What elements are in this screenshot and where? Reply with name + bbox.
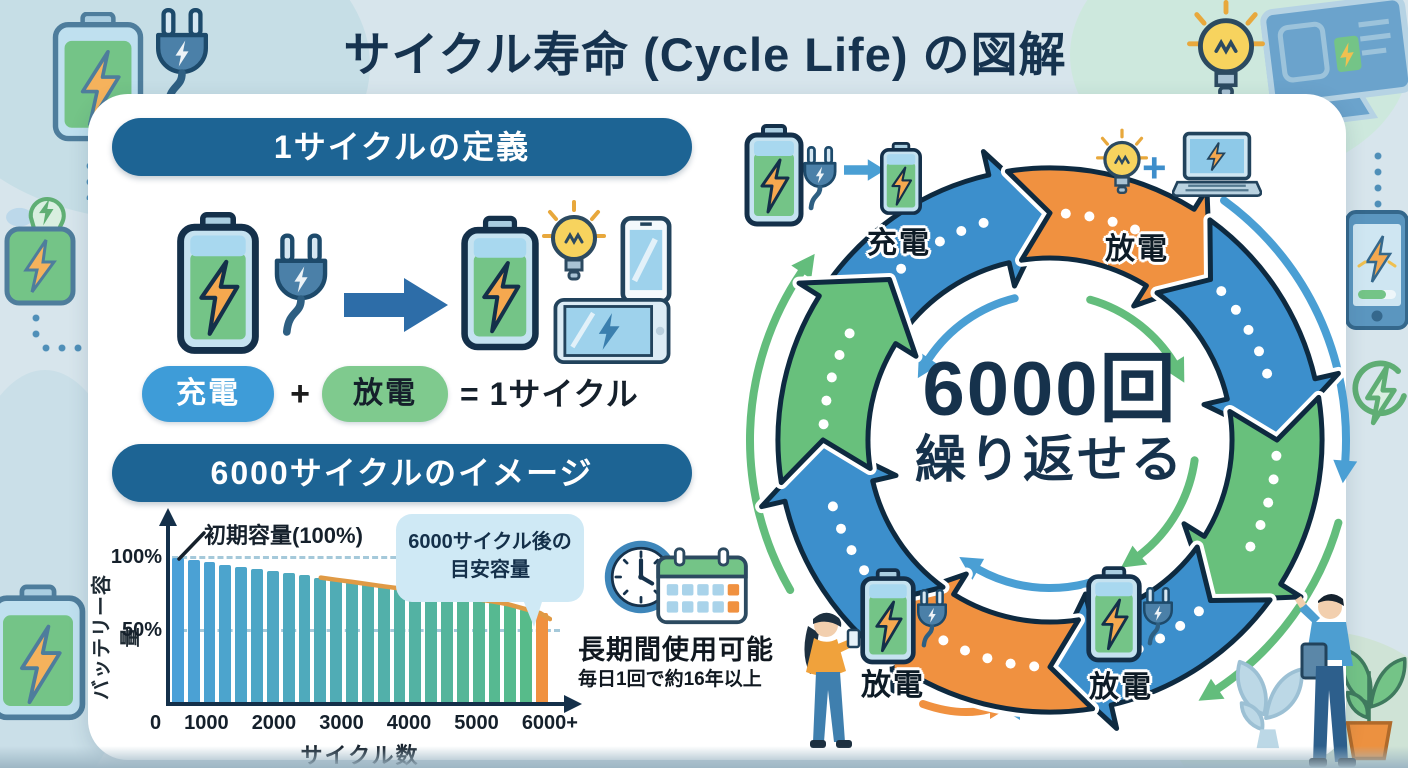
plug-icon: [912, 578, 952, 660]
y-tick-100: 100%: [110, 546, 162, 568]
longevity-title: 長期間使用可能: [578, 635, 774, 665]
cycle-count: 6000回: [922, 347, 1178, 432]
ring-label-discharge-bl: 放電: [861, 669, 925, 702]
person-man-illustration: [1280, 588, 1370, 768]
x-tick: 3000: [319, 712, 364, 734]
chart-bar: [393, 588, 406, 703]
cycle-count-caption: 繰り返せる: [914, 431, 1185, 488]
discharge-pill: 放電: [322, 366, 448, 422]
plus-sign: +: [290, 375, 310, 413]
chart-bar: [520, 608, 533, 703]
chart-bar: [504, 604, 517, 703]
plug-icon: [1138, 576, 1178, 658]
battery-icon: [1084, 566, 1144, 664]
tablet-icon: [548, 298, 676, 364]
x-tick: 5000: [454, 712, 499, 734]
calendar-icon: [656, 546, 748, 626]
laptop-icon: [1172, 126, 1262, 206]
initial-capacity-annotation: 初期容量(100%): [204, 523, 363, 548]
chart-bar: [172, 558, 184, 703]
person-woman-illustration: [780, 604, 870, 754]
lightbulb-icon: [542, 198, 606, 294]
capacity-bar-chart: [172, 558, 548, 703]
chart-bar: [536, 613, 548, 703]
page-title: サイクル寿命 (Cycle Life) の図解: [343, 28, 1067, 81]
x-axis: [166, 702, 566, 706]
chart-bar: [298, 575, 311, 703]
plug-icon: [798, 134, 842, 224]
chart-bar: [235, 566, 248, 703]
battery-square-icon: [4, 226, 76, 306]
battery-icon: [458, 212, 542, 356]
x-tick: 0: [150, 712, 162, 734]
gridline-100: [172, 556, 560, 559]
y-axis: [166, 524, 170, 704]
bottom-edge-shade: [0, 746, 1408, 768]
x-axis-arrow: [564, 695, 582, 713]
cycle-image-header: 6000サイクルのイメージ: [112, 444, 692, 502]
callout-line1: 6000サイクル後の: [408, 531, 572, 553]
chart-bar: [219, 564, 232, 703]
chart-bar: [346, 581, 358, 703]
definition-header: 1サイクルの定義: [112, 118, 692, 176]
chart-bar: [472, 599, 485, 703]
equation-result: = 1サイクル: [460, 376, 639, 412]
chart-bar: [377, 586, 390, 703]
chart-bar: [425, 592, 438, 703]
annotation-pointer-line: [177, 531, 206, 561]
charge-pill: 充電: [142, 366, 274, 422]
dotted-line: [32, 310, 40, 346]
chart-bar: [266, 571, 279, 703]
longevity-subtitle: 毎日1回で約16年以上: [578, 669, 762, 690]
y-tick-50: 50%: [121, 619, 162, 641]
chart-bar: [314, 577, 327, 703]
battery-icon: [170, 212, 266, 356]
dotted-line: [38, 344, 90, 352]
chart-bar: [282, 573, 295, 703]
callout-bubble: 6000サイクル後の 目安容量: [396, 514, 584, 602]
x-tick: 1000: [184, 712, 229, 734]
chart-bar: [203, 562, 216, 703]
dotted-line: [1374, 148, 1382, 216]
callout-line2: 目安容量: [450, 559, 530, 581]
chart-bar: [330, 579, 343, 703]
cycle-center-text: 6000回 繰り返せる: [835, 352, 1265, 492]
chart-bar: [187, 560, 200, 703]
x-tick: 6000+: [521, 712, 578, 734]
chart-bar: [456, 597, 469, 703]
phone-icon: [620, 216, 672, 304]
cycle-segment: [775, 277, 919, 486]
chart-bar: [441, 595, 453, 703]
battery-icon: [742, 124, 806, 228]
x-tick: 2000: [251, 712, 297, 734]
ring-label-discharge-top: 放電: [1105, 233, 1169, 266]
battery-icon: [878, 142, 924, 216]
arrow-right-icon: [344, 276, 450, 334]
y-axis-arrow: [159, 508, 177, 526]
chart-bar: [361, 584, 374, 703]
chart-bar: [409, 590, 422, 703]
chart-bar: [251, 568, 263, 703]
x-tick-row: 0 1000 2000 3000 4000 5000 6000+: [150, 712, 578, 735]
plus-sign: +: [1142, 144, 1167, 191]
ring-label-discharge-br: 放電: [1089, 671, 1153, 704]
battery-icon: [0, 538, 90, 768]
x-tick: 4000: [386, 712, 432, 734]
chart-bar: [488, 601, 501, 703]
ring-label-charge: 充電: [867, 227, 931, 260]
plug-icon: [266, 216, 336, 356]
lightbulb-icon: [1096, 122, 1148, 210]
